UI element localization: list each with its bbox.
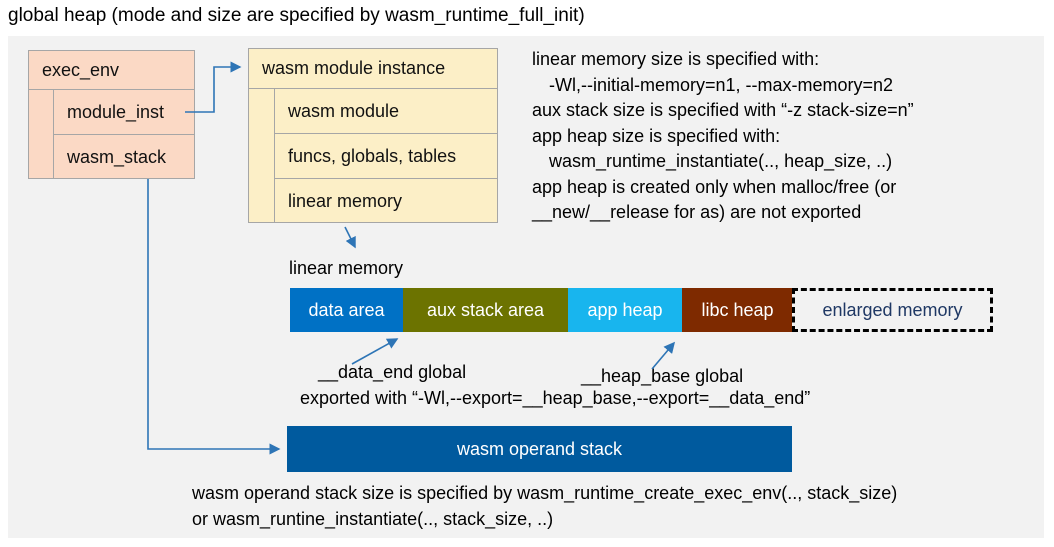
note-line: app heap is created only when malloc/fre… [532, 176, 897, 197]
module-instance-field-wasm-module: wasm module [275, 89, 497, 134]
module-instance-header: wasm module instance [249, 49, 497, 89]
operand-stack-notes: wasm operand stack size is specified by … [192, 480, 897, 532]
page-title: global heap (mode and size are specified… [8, 5, 585, 26]
exec-env-indent-strip [29, 90, 54, 179]
segment-enlarged-memory: enlarged memory [792, 288, 993, 332]
exec-env-field-wasm-stack: wasm_stack [67, 147, 167, 167]
note-line: __new/__release for as) are not exported [532, 202, 862, 222]
segment-data-area: data area [290, 288, 403, 332]
heap-base-global-label: __heap_base global [581, 366, 744, 386]
note-line: wasm operand stack size is specified by … [192, 483, 898, 503]
note-line: app heap size is specified with: [532, 125, 781, 146]
note-line: aux stack size is specified with “-z sta… [532, 100, 914, 120]
module-instance-field-linear-memory: linear memory [288, 191, 403, 211]
module-instance-indent-strip [249, 89, 275, 223]
wasm-operand-stack-bar: wasm operand stack [287, 426, 792, 472]
segment-libc-heap: libc heap [682, 288, 793, 332]
module-instance-box: wasm module instance wasm module funcs, … [248, 48, 498, 223]
segment-aux-stack-area: aux stack area [403, 288, 568, 332]
data-end-global-label: __data_end global [318, 362, 467, 382]
note-line: linear memory size is specified with: [532, 49, 820, 69]
exported-with-label: exported with “-Wl,--export=__heap_base,… [300, 388, 811, 408]
exec-env-field-module-inst: module_inst [54, 90, 194, 135]
segment-app-heap: app heap [568, 288, 682, 332]
exec-env-box: exec_env module_inst wasm_stack [28, 50, 195, 179]
memory-size-notes: linear memory size is specified with: -W… [532, 47, 914, 226]
exec-env-header: exec_env [29, 51, 194, 90]
note-line: -Wl,--initial-memory=n1, --max-memory=n2 [549, 74, 894, 95]
linear-memory-bar: data area aux stack area app heap libc h… [290, 288, 793, 332]
note-line: or wasm_runtine_instantiate(.., stack_si… [192, 509, 554, 529]
module-instance-field-funcs-globals-tables: funcs, globals, tables [275, 134, 497, 179]
linear-memory-label: linear memory [289, 258, 404, 278]
note-line: wasm_runtime_instantiate(.., heap_size, … [549, 151, 893, 171]
